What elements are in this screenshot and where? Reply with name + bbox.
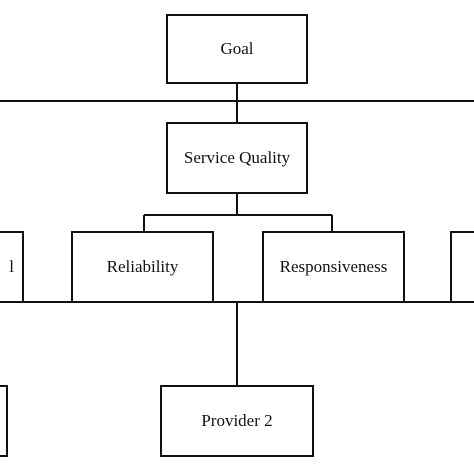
left-provider-node (0, 385, 8, 457)
reliability-label: Reliability (106, 257, 179, 276)
provider-2-node: Provider 2 (160, 385, 314, 457)
provider-2-label: Provider 2 (201, 411, 273, 430)
goal-label: Goal (220, 39, 254, 58)
responsiveness-node: Responsiveness (262, 231, 405, 303)
service-quality-node: Service Quality (166, 122, 308, 194)
reliability-node: Reliability (71, 231, 214, 303)
right-criterion-node (450, 231, 474, 303)
service-quality-label: Service Quality (183, 148, 291, 167)
goal-node: Goal (166, 14, 308, 84)
responsiveness-label: Responsiveness (279, 257, 388, 276)
left-criterion-node: l (0, 231, 24, 303)
left-criterion-label: l (9, 257, 14, 276)
